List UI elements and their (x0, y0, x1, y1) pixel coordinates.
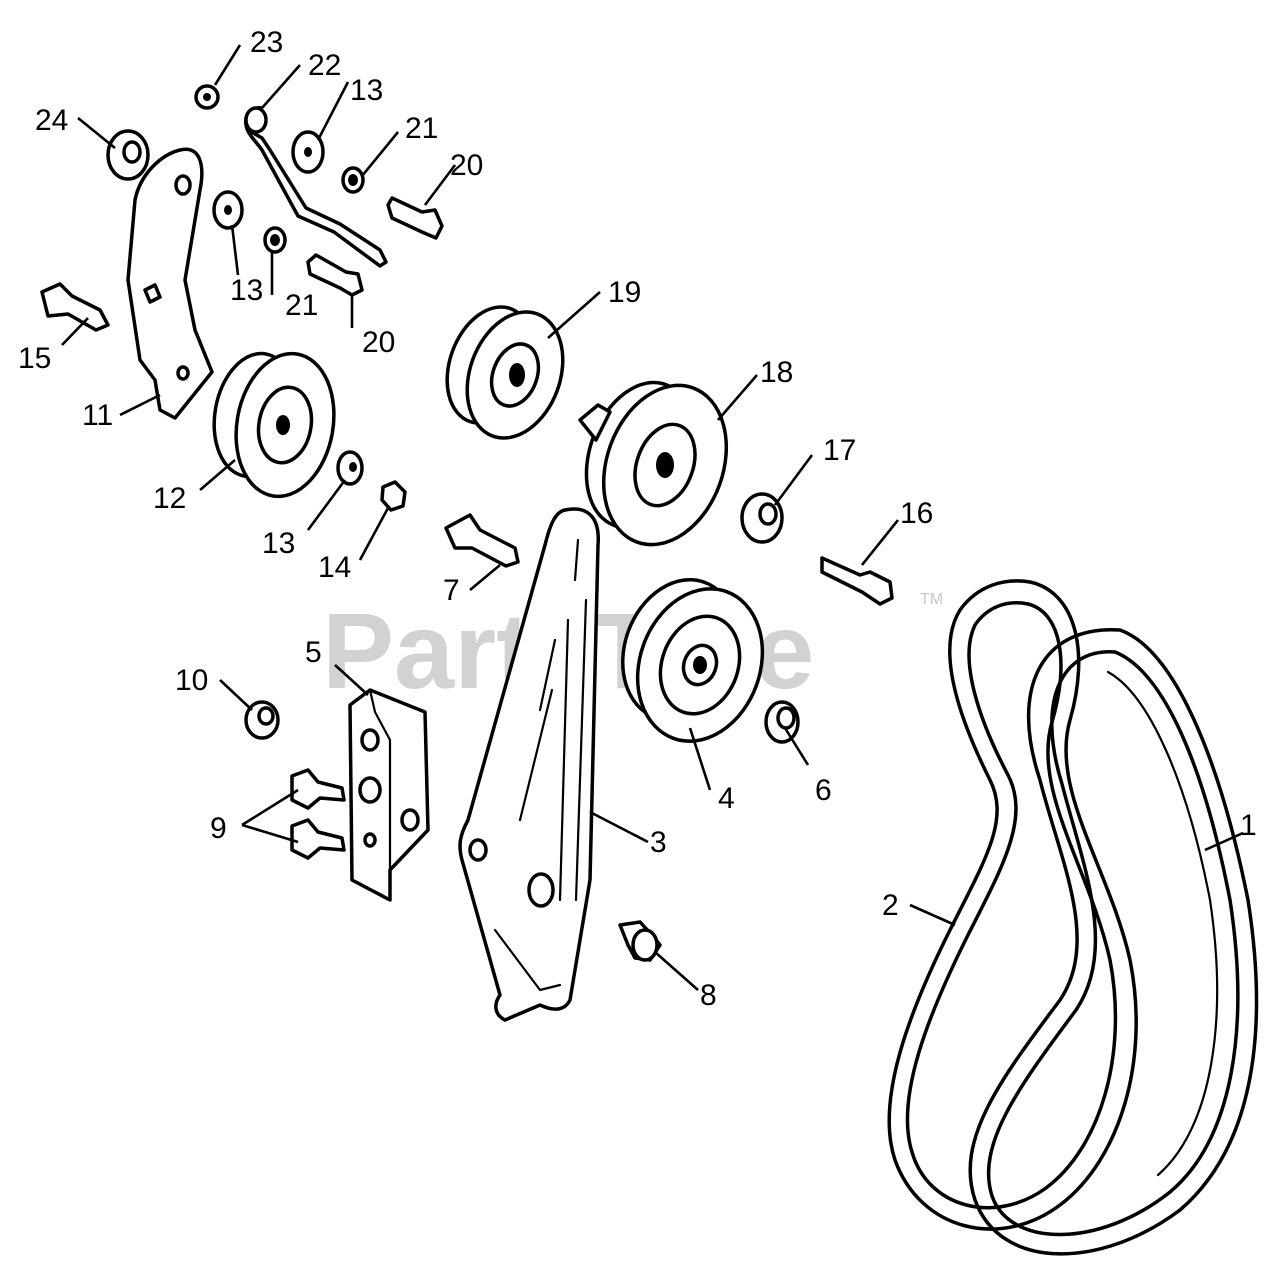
idler-arm-11[interactable] (126, 147, 214, 420)
callout-21b: 21 (285, 289, 318, 322)
callout-7: 7 (443, 574, 460, 607)
bolt-15[interactable] (40, 282, 110, 332)
callout-20b: 20 (362, 326, 395, 359)
pulley-18[interactable] (567, 367, 747, 561)
idler-pulley-4[interactable] (604, 564, 783, 759)
mounting-plate-5[interactable] (348, 688, 430, 902)
callout-14: 14 (318, 551, 351, 584)
nut-21a[interactable] (341, 166, 365, 194)
callout-3: 3 (650, 826, 667, 859)
nut-10[interactable] (244, 700, 280, 740)
callout-23: 23 (250, 26, 283, 59)
washer-13c[interactable] (336, 450, 364, 486)
callout-11: 11 (82, 399, 113, 432)
callout-5: 5 (305, 636, 322, 669)
bolt-20a[interactable] (386, 196, 444, 240)
callout-1: 1 (1240, 809, 1257, 842)
callout-labels: 1 2 3 4 5 6 7 8 9 10 11 12 13 13 13 14 1… (18, 26, 1257, 1012)
callout-19: 19 (608, 276, 641, 309)
bolts-9[interactable] (290, 768, 346, 860)
shoulder-bolt-8[interactable] (618, 920, 662, 962)
washer-13b[interactable] (212, 190, 244, 230)
idler-pulley-12[interactable] (205, 346, 345, 504)
washer-13a[interactable] (291, 130, 325, 174)
callout-24: 24 (35, 104, 68, 137)
lock-washer-23[interactable] (194, 84, 220, 110)
bolt-20b[interactable] (306, 253, 364, 297)
callout-21a: 21 (405, 112, 438, 145)
callout-6: 6 (815, 774, 832, 807)
nut-21b[interactable] (263, 226, 287, 254)
callout-9: 9 (210, 812, 227, 845)
callout-15: 15 (18, 342, 51, 375)
watermark-trademark: TM (920, 591, 943, 608)
leader-lines (61, 44, 1244, 991)
callout-4: 4 (718, 782, 735, 815)
callout-2: 2 (882, 889, 899, 922)
bolt-7[interactable] (444, 513, 520, 568)
idler-bracket-3[interactable] (458, 507, 600, 1022)
callout-17: 17 (823, 434, 856, 467)
belt-2[interactable] (887, 579, 1138, 1231)
callout-13c: 13 (262, 527, 295, 560)
callout-13b: 13 (230, 274, 263, 307)
callout-22: 22 (308, 49, 341, 82)
bushing-24[interactable] (106, 129, 150, 181)
callout-20a: 20 (450, 149, 483, 182)
rod-22[interactable] (243, 106, 388, 268)
callout-16: 16 (900, 497, 933, 530)
callout-8: 8 (700, 979, 717, 1012)
pulley-19[interactable] (432, 295, 580, 452)
callout-18: 18 (760, 356, 793, 389)
callout-10: 10 (175, 664, 208, 697)
callout-13a: 13 (350, 74, 383, 107)
callout-12: 12 (153, 482, 186, 515)
bolt-16[interactable] (820, 556, 894, 606)
flange-nut-6[interactable] (764, 700, 800, 744)
spacer-17[interactable] (740, 492, 784, 544)
belt-1[interactable] (968, 628, 1259, 1256)
nut-14[interactable] (380, 480, 407, 512)
